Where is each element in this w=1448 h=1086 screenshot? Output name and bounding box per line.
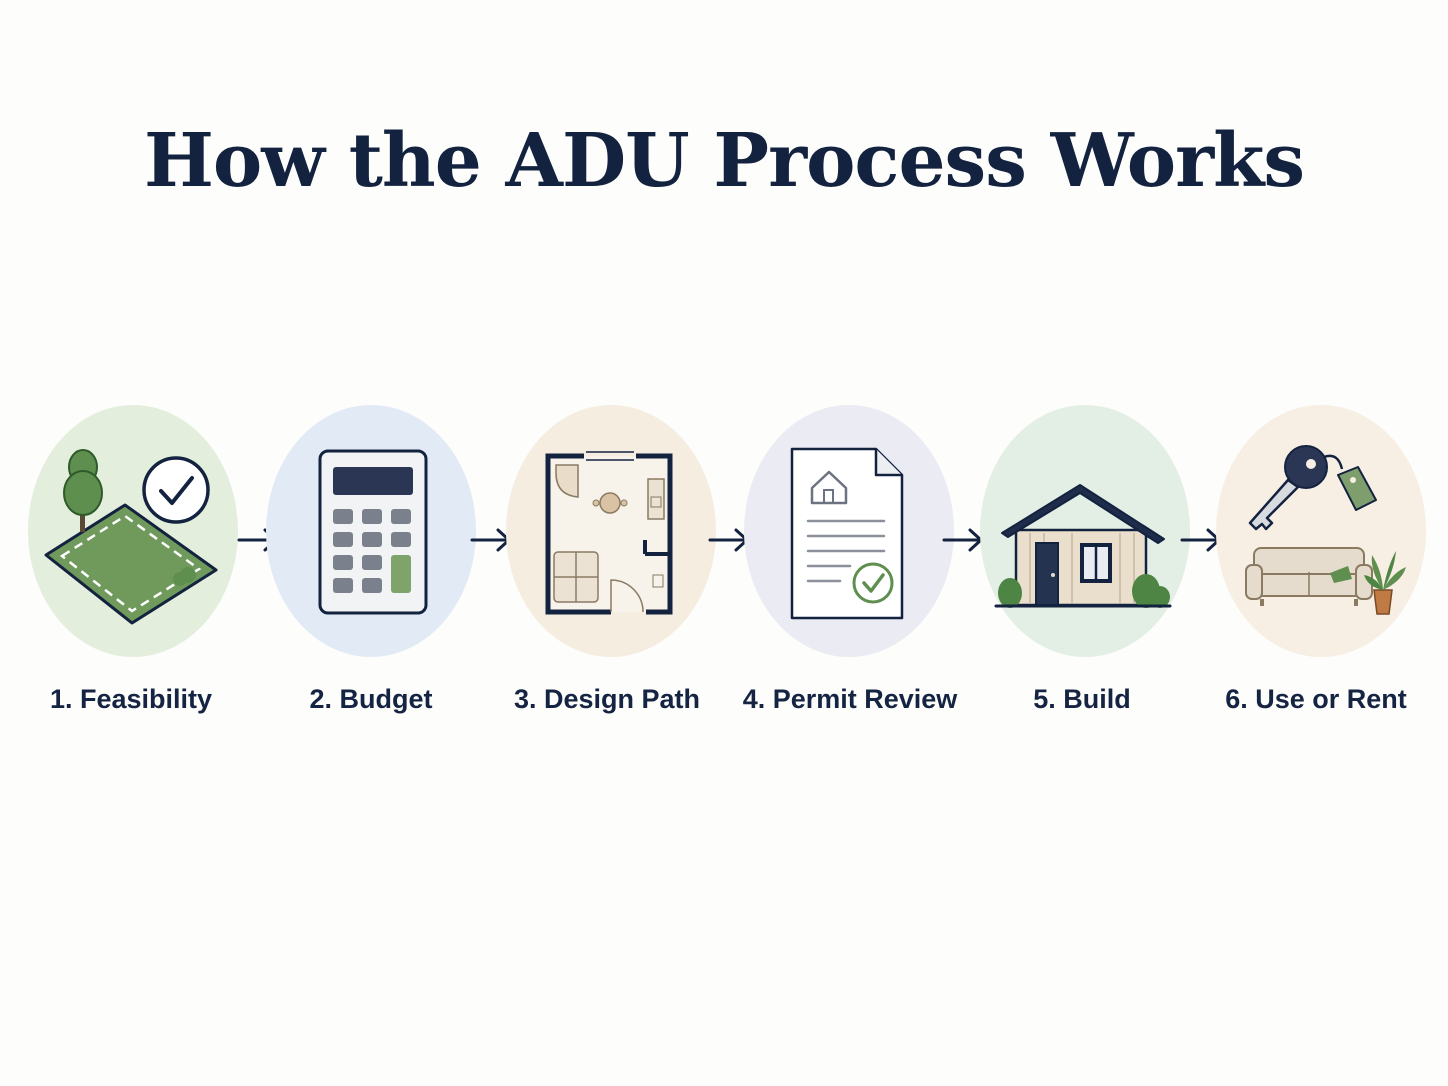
step-permit-review bbox=[744, 405, 954, 657]
calculator-icon bbox=[318, 449, 428, 615]
step-label: 3. Design Path bbox=[513, 684, 701, 714]
floor-plan-icon bbox=[545, 451, 673, 615]
step-label: 2. Budget bbox=[309, 684, 433, 714]
approved-permit-document-icon bbox=[790, 447, 904, 620]
lot-with-tree-and-checkmark-icon bbox=[44, 449, 218, 625]
step-use-or-rent bbox=[1216, 405, 1426, 657]
step-feasibility bbox=[28, 405, 238, 657]
step-design-path bbox=[506, 405, 716, 657]
step-label: 4. Permit Review bbox=[742, 684, 958, 714]
house-icon bbox=[994, 484, 1172, 608]
step-budget bbox=[266, 405, 476, 657]
step-label: 5. Build bbox=[1033, 684, 1131, 714]
page-title: How the ADU Process Works bbox=[143, 118, 1305, 204]
step-label: 1. Feasibility bbox=[49, 684, 213, 714]
step-build bbox=[980, 405, 1190, 657]
step-label: 6. Use or Rent bbox=[1225, 684, 1407, 714]
key-and-sofa-icon bbox=[1245, 445, 1406, 615]
step-background bbox=[1216, 405, 1426, 657]
